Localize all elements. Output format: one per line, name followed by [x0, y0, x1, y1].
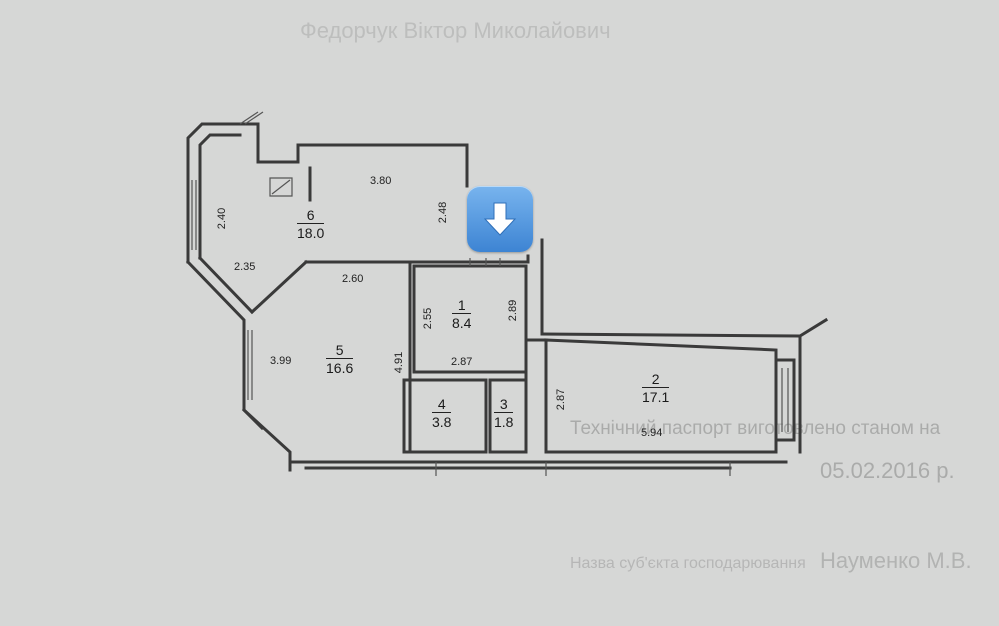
- dim-r5-right: 4.91: [393, 351, 406, 374]
- wall-bay-east: [774, 334, 802, 454]
- wall-diagonal-inner: [197, 255, 255, 315]
- room-6-label: 6 18.0: [297, 208, 325, 241]
- window-left-bay: [191, 180, 197, 250]
- dim-r6-diag: 2.35: [234, 261, 256, 273]
- room-4-label: 4 3.8: [432, 397, 452, 430]
- tick-room1: [469, 258, 501, 266]
- room-5-number: 5: [326, 343, 354, 359]
- wall-diagonal-room5: [249, 259, 309, 315]
- room-1-label: 1 8.4: [452, 298, 472, 331]
- room-6-area: 18.0: [297, 225, 325, 241]
- dim-r1-right: 2.89: [507, 299, 520, 322]
- wall-outline-north: [186, 122, 469, 264]
- ghost-bottom-right: Науменко М.В.: [820, 548, 972, 573]
- wall-room4: [402, 378, 488, 454]
- dim-r2-bottom: 5.94: [641, 427, 663, 439]
- dim-r6-top: 3.80: [370, 175, 392, 187]
- window-top-left: [239, 111, 264, 125]
- room-4-area: 3.8: [432, 414, 452, 430]
- window-room2: [781, 368, 789, 432]
- window-diagonal: [247, 330, 253, 400]
- wall-south: [288, 460, 788, 470]
- dim-r1-bottom: 2.87: [451, 356, 473, 368]
- room-5-area: 16.6: [326, 360, 354, 376]
- room-2-label: 2 17.1: [642, 372, 670, 405]
- dim-r6-right: 2.48: [437, 201, 450, 224]
- ghost-bottom-left: Назва суб'єкта господарювання: [570, 555, 806, 572]
- dim-r2-left: 2.87: [555, 388, 568, 411]
- room-1-area: 8.4: [452, 315, 472, 331]
- ghost-right-1: Технічний паспорт виготовлено станом на: [570, 418, 941, 439]
- download-button[interactable]: [467, 186, 533, 252]
- wall-room2-outer-top: [540, 317, 829, 338]
- room-2-area: 17.1: [642, 389, 670, 405]
- room-2-number: 2: [642, 372, 670, 388]
- tick-south: [435, 462, 731, 476]
- ghost-header: Федорчук Віктор Миколайович: [300, 18, 611, 43]
- arrow-down-icon: [483, 202, 517, 236]
- room-3-area: 1.8: [494, 414, 514, 430]
- room-5-label: 5 16.6: [326, 343, 354, 376]
- dim-r6-left: 2.40: [216, 207, 229, 230]
- room-1-number: 1: [452, 298, 472, 314]
- dim-r1-left: 2.55: [422, 307, 435, 330]
- dim-r5-top: 2.60: [342, 273, 364, 285]
- ghost-right-2: 05.02.2016 р.: [820, 458, 955, 483]
- wall-corridor: [524, 338, 548, 454]
- dim-r5-left: 3.99: [270, 355, 292, 367]
- wall-room2: [544, 338, 778, 454]
- room-6-number: 6: [297, 208, 325, 224]
- wall-bay-south: [241, 407, 265, 431]
- fixture-diag: [271, 179, 291, 195]
- wall-bay-inner: [198, 133, 242, 260]
- room-3-number: 3: [494, 397, 514, 413]
- fixture-box: [269, 177, 293, 197]
- room-4-number: 4: [432, 397, 452, 413]
- room-3-label: 3 1.8: [494, 397, 514, 430]
